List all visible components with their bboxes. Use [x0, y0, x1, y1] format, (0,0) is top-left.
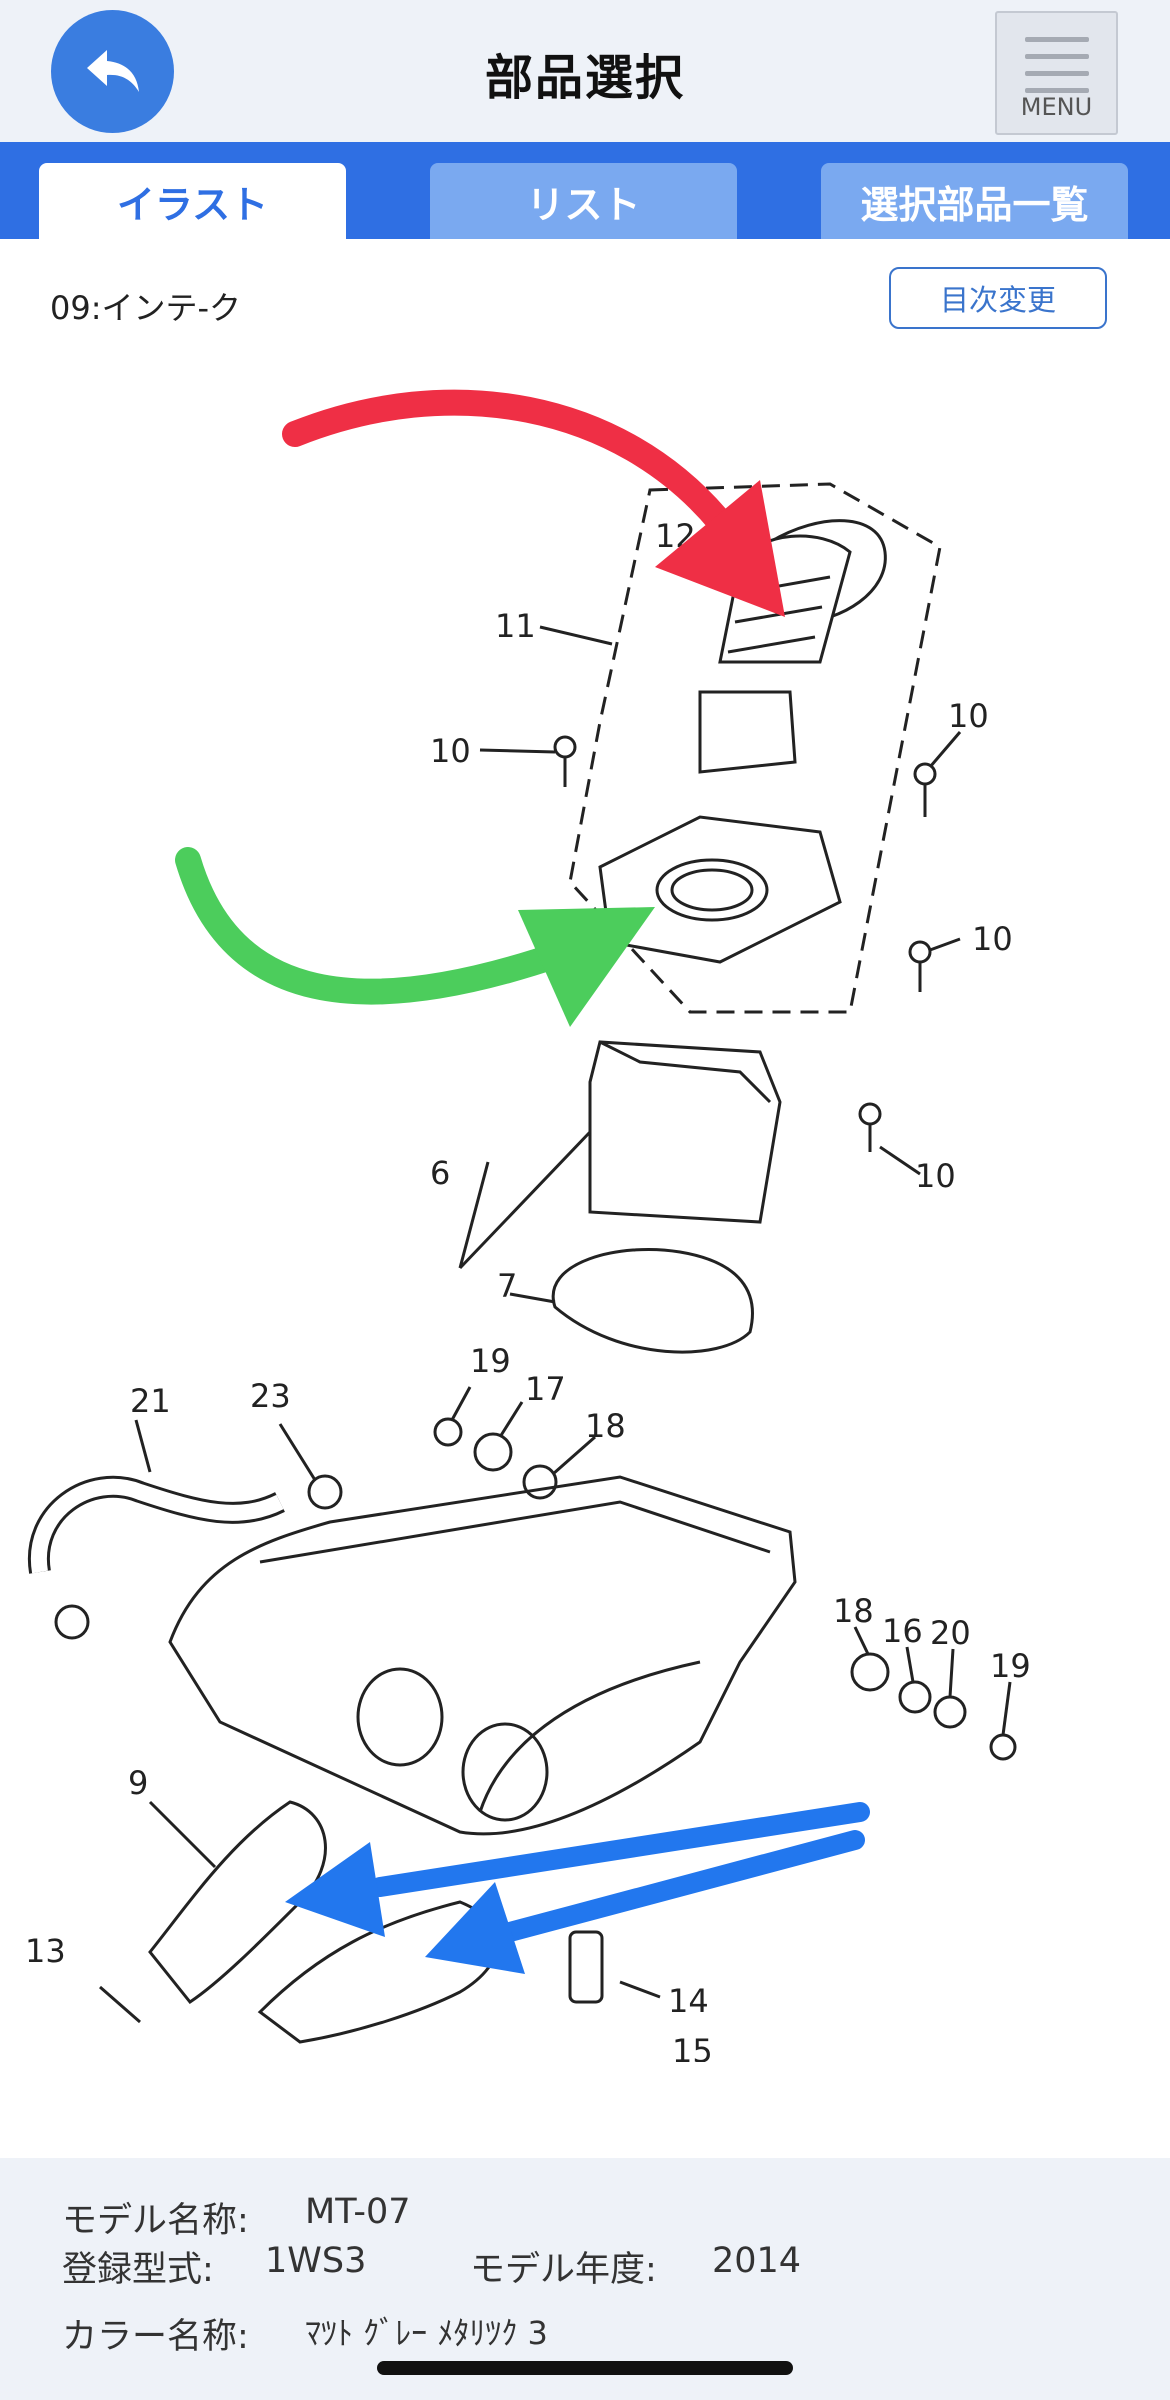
tab-bar: イラスト リスト 選択部品一覧	[0, 142, 1170, 239]
parts-illustration[interactable]: 11 10 10 10 10 6 7 19 17 18 21 23 18 16 …	[0, 362, 1170, 2070]
callout-label: 10	[972, 920, 1013, 958]
model-year-value: 2014	[712, 2241, 802, 2281]
back-arrow-icon	[86, 49, 139, 92]
top-header: 部品選択 MENU	[0, 0, 1170, 142]
model-name-value: MT-07	[305, 2192, 411, 2232]
callout-label: 13	[25, 1932, 66, 1970]
page-title: 部品選択	[484, 50, 685, 106]
red-arrow-annotation	[282, 389, 785, 617]
callout-label: 14	[668, 1982, 709, 2020]
menu-icon-bar	[1025, 71, 1089, 76]
callout-label: 19	[990, 1647, 1031, 1685]
tab-selected-parts[interactable]: 選択部品一覧	[821, 163, 1128, 239]
callout-label: 10	[430, 732, 471, 770]
menu-icon	[1025, 37, 1089, 42]
callout-label: 6	[430, 1154, 450, 1192]
menu-button[interactable]: MENU	[995, 11, 1118, 135]
reg-type-label: 登録型式:	[62, 2250, 214, 2290]
color-name-label: カラー名称:	[62, 2317, 249, 2357]
callout-label: 10	[948, 697, 989, 735]
callout-label: 18	[585, 1407, 626, 1445]
assembly-boundary	[568, 482, 942, 1014]
callout-label: 15	[672, 2032, 713, 2062]
back-button[interactable]	[51, 10, 174, 133]
callout-label: 17	[525, 1370, 566, 1408]
callout-label: 7	[497, 1267, 517, 1305]
menu-label: MENU	[1020, 93, 1093, 121]
callout-label: 11	[495, 607, 536, 645]
change-toc-button[interactable]: 目次変更	[889, 267, 1107, 329]
callout-label: 23	[250, 1377, 291, 1415]
screw-icon	[553, 735, 937, 1152]
home-indicator	[377, 2361, 793, 2375]
callout-label: 19	[470, 1342, 511, 1380]
model-info-footer	[0, 2158, 1170, 2400]
tab-list[interactable]: リスト	[430, 163, 737, 239]
green-arrow-annotation	[175, 847, 655, 1027]
model-name-label: モデル名称:	[62, 2201, 249, 2241]
callout-label: 18	[833, 1592, 874, 1630]
callout-label: 16	[882, 1612, 923, 1650]
exploded-diagram: 11 10 10 10 10 6 7 19 17 18 21 23 18 16 …	[25, 389, 1031, 2070]
blue-arrow-annotation	[285, 1802, 870, 1974]
model-year-label: モデル年度:	[470, 2250, 657, 2290]
color-name-value: ﾏﾂﾄ ｸﾞﾚｰ ﾒﾀﾘﾂｸ 3	[305, 2314, 548, 2352]
callout-label: 21	[130, 1382, 171, 1420]
callout-label: 10	[915, 1157, 956, 1195]
reg-type-value: 1WS3	[265, 2241, 367, 2281]
menu-icon-bar	[1025, 88, 1089, 93]
callout-label: 9	[128, 1764, 148, 1802]
callout-label: 20	[930, 1614, 971, 1652]
menu-icon-bar	[1025, 54, 1089, 59]
section-title: 09:インテ-ク	[50, 289, 242, 327]
tab-illustration[interactable]: イラスト	[39, 163, 346, 239]
